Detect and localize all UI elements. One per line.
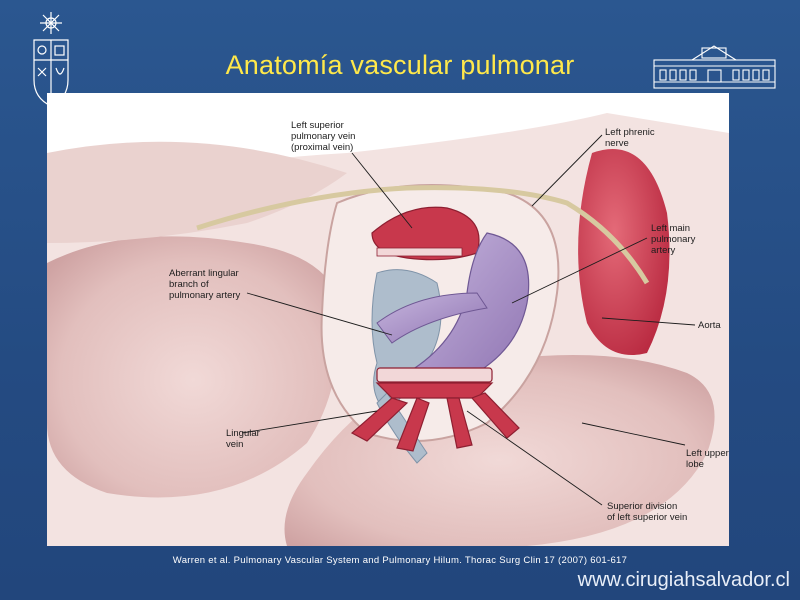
label-lingular-vein: Lingular vein bbox=[226, 428, 260, 450]
label-superior-division: Superior division of left superior vein bbox=[607, 501, 688, 523]
leader-lines bbox=[241, 134, 696, 506]
lingular-vein-shape bbox=[350, 367, 520, 452]
label-left-superior-pulmonary-vein: Left superior pulmonary vein (proximal v… bbox=[291, 120, 356, 153]
website-link[interactable]: www.cirugiahsalvador.cl bbox=[577, 569, 790, 591]
label-aberrant-lingular-branch: Aberrant lingular branch of pulmonary ar… bbox=[169, 268, 241, 301]
label-left-upper-lobe: Left upper lobe bbox=[686, 448, 729, 470]
label-left-phrenic-nerve: Left phrenic nerve bbox=[605, 127, 655, 149]
university-crest-icon bbox=[26, 10, 76, 110]
label-left-main-pulmonary-artery: Left main pulmonary artery bbox=[651, 223, 696, 256]
left-lung-lobe bbox=[47, 236, 339, 498]
phrenic-nerve-shape bbox=[196, 185, 650, 285]
hospital-building-icon bbox=[652, 42, 777, 90]
slide-title: Anatomía vascular pulmonar bbox=[225, 50, 575, 80]
label-aorta: Aorta bbox=[698, 320, 721, 331]
anatomy-illustration: Left superior pulmonary vein (proximal v… bbox=[47, 93, 729, 546]
anatomy-drawing bbox=[47, 113, 729, 546]
aberrant-lingular-branch-shape bbox=[376, 292, 488, 344]
citation-text: Warren et al. Pulmonary Vascular System … bbox=[172, 555, 628, 566]
